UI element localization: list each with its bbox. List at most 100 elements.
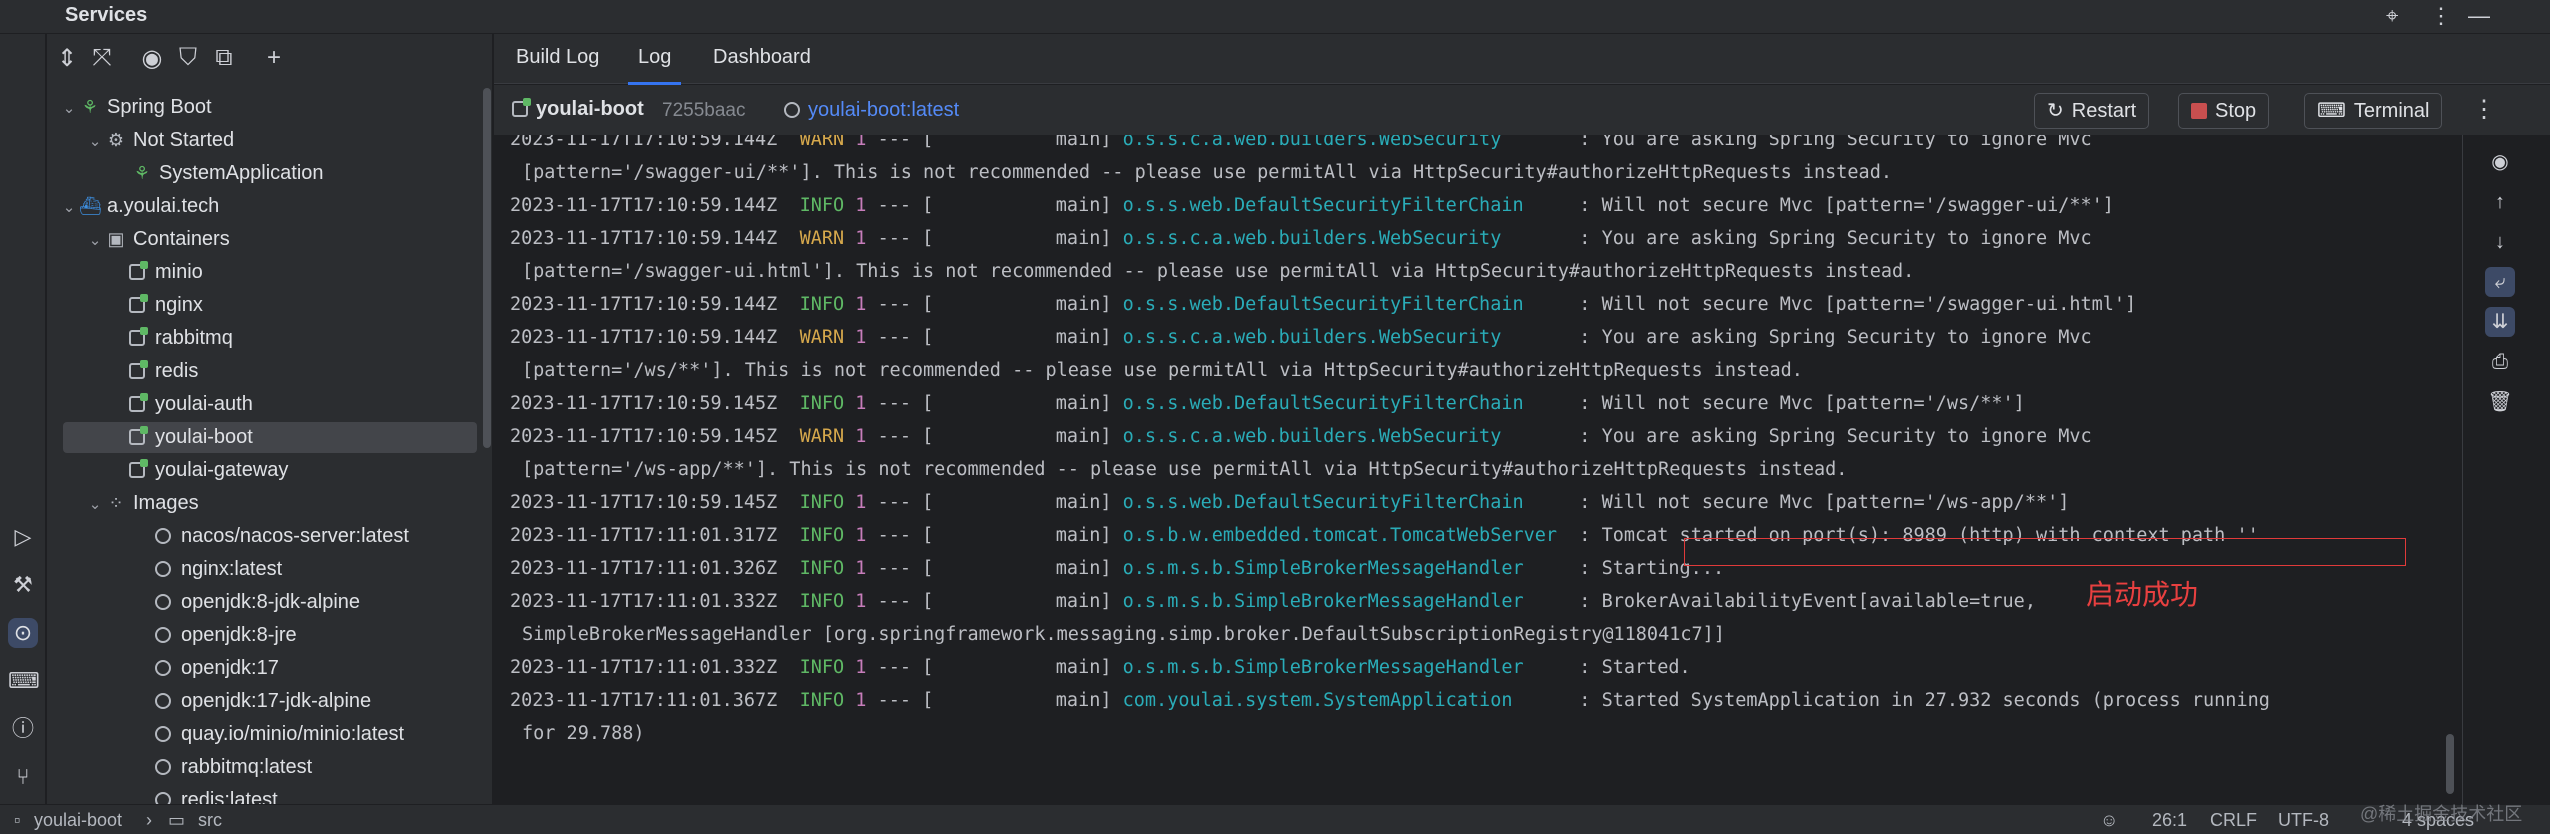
log-message: You are asking Spring Security to ignore… [1601,426,2092,447]
assistant-icon[interactable]: ☺ [2100,810,2119,830]
log-thread: main [1055,135,1101,150]
tab-log[interactable]: Log [627,46,682,85]
status-encoding[interactable]: UTF-8 [2278,810,2329,830]
trash-icon[interactable]: 🗑 [2487,391,2513,413]
image-item[interactable]: nginx:latest [155,554,492,585]
problems-icon[interactable]: ⓘ [11,716,34,741]
stop-button[interactable]: Stop [2178,93,2270,129]
log-thread: main [1055,228,1101,249]
services-toolbar: ⇕ ⤧ ◉ ⛉ ⧉ + [47,34,492,86]
arrow-up-icon[interactable]: ↑ [2495,191,2505,213]
log-output[interactable]: 2023-11-17T17:10:59.144Z WARN 1 --- [ ma… [510,135,2445,804]
minimize-icon[interactable]: — [2468,3,2490,28]
log-line: [pattern='/swagger-ui/**']. This is not … [522,156,1892,189]
expand-all-icon[interactable]: ⇕ [56,45,78,72]
more-vertical-icon[interactable]: ⋮ [2430,3,2452,28]
log-pid: 1 [855,657,867,678]
chevron-down-icon[interactable]: ⌄ [88,133,102,150]
container-item[interactable]: nginx [129,290,492,321]
crosshair-icon[interactable]: ⌖ [2386,3,2399,28]
container-item[interactable]: youlai-gateway [129,455,492,486]
terminal-icon[interactable]: ⌨ [8,668,40,693]
tree-node-docker-host[interactable]: ⌄⛴a.youlai.tech [59,191,479,222]
image-item[interactable]: openjdk:17 [155,653,492,684]
tree-node-system-application[interactable]: ⚘SystemApplication [131,158,492,189]
more-vertical-icon[interactable]: ⋮ [2472,96,2496,123]
log-continuation: [pattern='/swagger-ui.html']. This is no… [522,261,1915,282]
log-line: 2023-11-17T17:10:59.144Z WARN 1 --- [ ma… [510,228,2092,249]
tab-dashboard[interactable]: Dashboard [713,46,811,68]
add-service-icon[interactable]: + [266,44,281,71]
gear-icon: ⚙ [107,130,125,150]
log-line: SimpleBrokerMessageHandler [org.springfr… [522,618,1725,651]
chevron-down-icon[interactable]: ⌄ [88,496,102,513]
log-level: WARN [799,426,845,447]
scroll-to-end-icon[interactable]: ⇊ [2485,307,2515,337]
terminal-button[interactable]: ⌨Terminal [2304,93,2443,129]
image-item[interactable]: rabbitmq:latest [155,752,492,783]
log-scrollbar[interactable] [2446,734,2454,794]
restart-button[interactable]: ↻Restart [2034,93,2150,129]
log-line: 2023-11-17T17:10:59.145Z WARN 1 --- [ ma… [510,426,2092,447]
tree-node-images[interactable]: ⌄⁘Images [85,488,492,519]
collapse-all-icon[interactable]: ⤧ [92,44,112,71]
log-thread: main [1055,393,1101,414]
log-message: Will not secure Mvc [pattern='/swagger-u… [1601,195,2114,216]
status-project[interactable]: youlai-boot [34,810,123,830]
container-running-icon [129,327,148,346]
log-continuation: [pattern='/swagger-ui/**']. This is not … [522,162,1892,183]
container-item[interactable]: redis [129,356,492,387]
log-message: You are asking Spring Security to ignore… [1601,135,2092,150]
log-thread: main [1055,426,1101,447]
log-timestamp: 2023-11-17T17:10:59.144Z [510,327,778,348]
image-icon [784,102,800,118]
container-item-selected[interactable]: youlai-boot [63,422,477,453]
arrow-down-icon[interactable]: ↓ [2495,231,2505,253]
image-item[interactable]: quay.io/minio/minio:latest [155,719,492,750]
soft-wrap-icon[interactable]: ⤶ [2485,267,2515,297]
container-item[interactable]: rabbitmq [129,323,492,354]
eye-icon[interactable]: ◉ [141,45,163,72]
git-icon[interactable]: ⑂ [16,764,30,789]
container-item[interactable]: minio [129,257,492,288]
log-message: You are asking Spring Security to ignore… [1601,228,2092,249]
tree-scrollbar[interactable] [483,88,491,448]
image-item[interactable]: redis:latest [155,785,492,804]
log-timestamp: 2023-11-17T17:11:01.317Z [510,525,778,546]
image-item[interactable]: openjdk:17-jdk-alpine [155,686,492,717]
filter-icon[interactable]: ⛉ [179,44,197,71]
tab-build-log[interactable]: Build Log [516,46,600,68]
eye-icon[interactable]: ◉ [2491,151,2509,173]
run-icon[interactable]: ▷ [14,524,32,549]
chevron-down-icon[interactable]: ⌄ [88,232,102,249]
container-item[interactable]: youlai-auth [129,389,492,420]
log-level: INFO [799,294,845,315]
image-icon [155,528,171,544]
log-message: Started SystemApplication in 27.932 seco… [1601,690,2270,711]
tree-node-spring-boot[interactable]: ⌄⚘Spring Boot [59,92,479,123]
container-running-icon [512,98,531,117]
status-path[interactable]: src [198,810,222,830]
image-item[interactable]: openjdk:8-jdk-alpine [155,587,492,618]
stop-icon [2191,103,2207,119]
log-message: Will not secure Mvc [pattern='/swagger-u… [1601,294,2137,315]
build-hammer-icon[interactable]: ⚒ [13,572,33,597]
status-line-separator[interactable]: CRLF [2210,810,2258,830]
tree-node-containers[interactable]: ⌄▣Containers [85,224,492,255]
print-icon[interactable]: ⎙ [2492,351,2508,373]
status-position[interactable]: 26:1 [2152,810,2188,830]
restart-icon: ↻ [2047,100,2064,122]
log-level: WARN [799,135,845,150]
chevron-right-icon: › [146,810,152,830]
chevron-down-icon[interactable]: ⌄ [62,199,76,216]
new-group-icon[interactable]: ⧉ [215,44,233,71]
chevron-down-icon[interactable]: ⌄ [62,100,76,117]
container-name: youlai-boot [512,98,644,121]
tree-node-not-started[interactable]: ⌄⚙Not Started [85,125,492,156]
image-item[interactable]: openjdk:8-jre [155,620,492,651]
image-item[interactable]: nacos/nacos-server:latest [155,521,492,552]
status-indent[interactable]: 4 spaces [2402,810,2475,830]
container-image-link[interactable]: youlai-boot:latest [784,99,959,122]
log-level: INFO [799,591,845,612]
services-icon[interactable]: ⊙ [8,618,38,648]
